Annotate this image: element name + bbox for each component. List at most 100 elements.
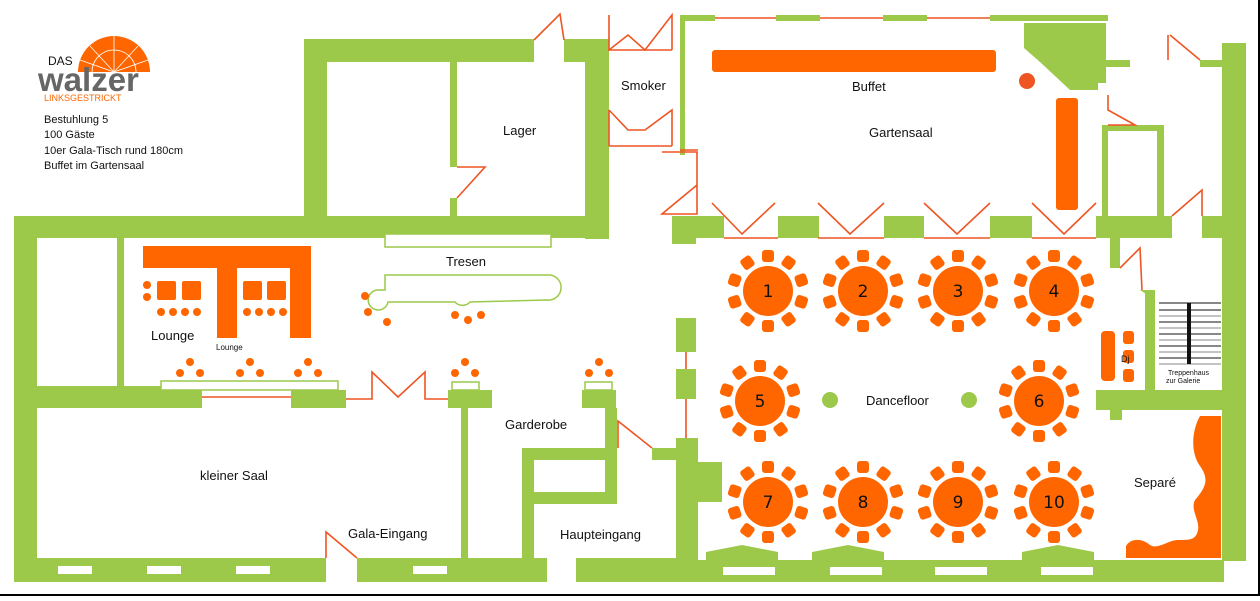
bar-stool [383,318,391,326]
chair [732,422,747,437]
table-top [743,477,793,527]
buffet-side-table [1056,98,1078,210]
chair [754,360,766,372]
chair [876,466,891,481]
bar-stool [364,308,372,316]
chair [930,312,945,327]
table-number: 6 [1034,392,1045,412]
round-table: 10 [1013,461,1095,543]
bar-stool [477,311,485,319]
chair [1065,383,1080,397]
chair [1013,295,1028,309]
chair [917,295,932,309]
chair [1080,484,1095,498]
chair [984,506,999,520]
info-line: Bestuhlung 5 [44,114,108,126]
logo-sub: LINKSGESTRICKT [44,93,122,103]
info-line: 100 Gäste [44,129,95,141]
table-number: 7 [763,493,774,513]
chair [876,523,891,538]
room-label-smoker: Smoker [621,78,666,93]
bar-stool [361,292,369,300]
chair [1067,466,1082,481]
chair [835,466,850,481]
chair [1026,523,1041,538]
chair [781,523,796,538]
bar-stool [143,293,151,301]
chair [822,506,837,520]
chair [952,531,964,543]
chair [984,273,999,287]
chair [998,405,1013,419]
room-label-gala-eingang: Gala-Eingang [348,526,428,541]
round-table: 8 [822,461,904,543]
chair [1013,273,1028,287]
chair [1065,405,1080,419]
chair [930,523,945,538]
chair [1026,312,1041,327]
bar-stool [461,358,469,366]
chair [1067,312,1082,327]
bar-stool [585,369,593,377]
chair [876,255,891,270]
bar-stool [196,369,204,377]
chair [1048,461,1060,473]
bar-stool [464,316,472,324]
chair [822,484,837,498]
chair [740,255,755,270]
room-label-haupteingang: Haupteingang [560,527,641,542]
chair [889,506,904,520]
chair [1080,506,1095,520]
bar-stool [169,308,177,316]
table-top [1029,266,1079,316]
chair [876,312,891,327]
chair [773,365,788,380]
chair [1048,320,1060,332]
chair [719,405,734,419]
chair [857,531,869,543]
round-table: 6 [998,360,1080,442]
dj-booth [1101,331,1134,382]
bar-stool [451,369,459,377]
bar-stool [314,369,322,377]
table-number: 3 [953,282,964,302]
chair [1011,365,1026,380]
chair [984,484,999,498]
chair [727,484,742,498]
chair [773,422,788,437]
chair [835,255,850,270]
chair [984,295,999,309]
chair [1033,360,1045,372]
chair [1052,422,1067,437]
chair [1067,523,1082,538]
bar-stool [246,358,254,366]
round-table: 3 [917,250,999,332]
chair [732,365,747,380]
walls [14,15,1246,582]
table-number: 4 [1049,282,1060,302]
chair [1048,531,1060,543]
table-number: 9 [953,493,964,513]
room-label-lager: Lager [503,123,537,138]
chair [952,250,964,262]
chair [794,295,809,309]
chair [1033,430,1045,442]
room-label-gartensaal: Gartensaal [869,125,933,140]
chair [794,506,809,520]
room-label-buffet: Buffet [852,79,886,94]
chair [727,506,742,520]
chair [786,405,801,419]
chair [727,273,742,287]
bar-stool [605,369,613,377]
chair [1080,295,1095,309]
round-table: 4 [1013,250,1095,332]
logo: DAS walzer LINKSGESTRICKT [37,36,150,103]
bar-stool [157,308,165,316]
logo-top: DAS [48,54,73,68]
chair [998,383,1013,397]
chair [857,320,869,332]
bar-stool [186,358,194,366]
chair [857,250,869,262]
table-top [933,266,983,316]
